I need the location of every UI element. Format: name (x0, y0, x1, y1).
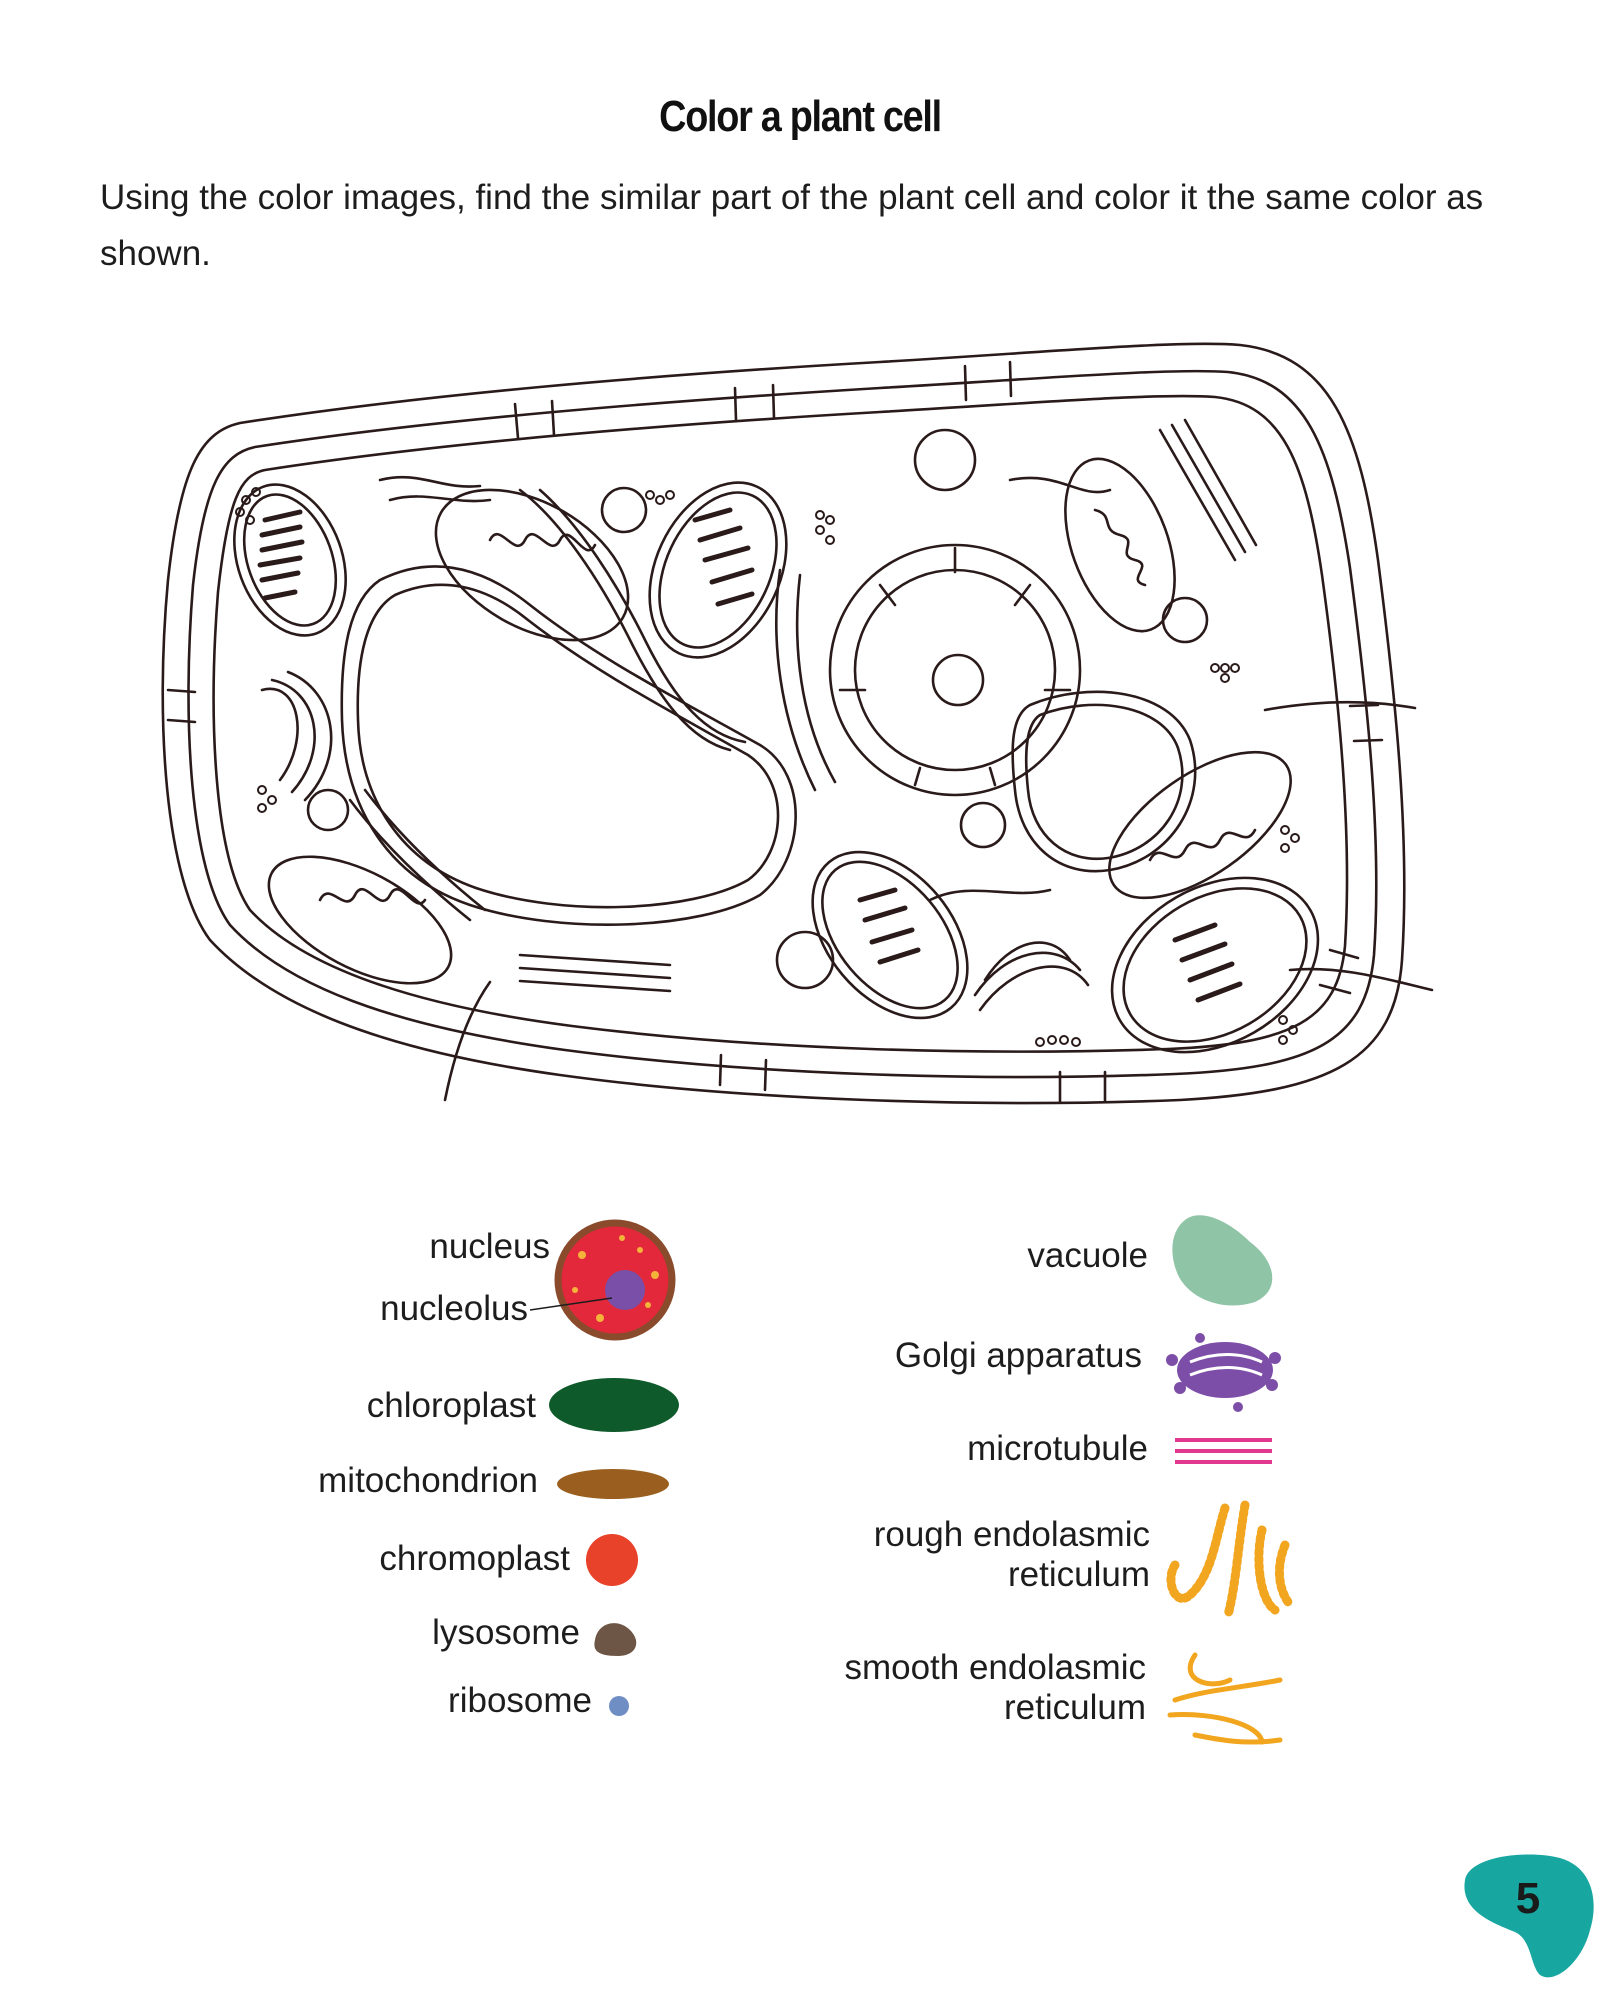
cell-wall-inner (187, 369, 1378, 1079)
legend-label-rough-er-line2: reticulum (1008, 1555, 1150, 1594)
page-number: 5 (1515, 1874, 1541, 1923)
lysosome-swatch-icon (594, 1623, 637, 1656)
rough-er-swatch-icon (1166, 1500, 1293, 1620)
rough-er (348, 488, 747, 922)
vesicle (913, 428, 977, 492)
vesicle (775, 930, 835, 990)
nucleus-swatch-icon (529, 1219, 676, 1341)
legend-label-smooth-er-line1: smooth endolasmic (844, 1648, 1146, 1687)
vesicle (959, 801, 1007, 849)
legend-label-microtubule: microtubule (967, 1429, 1148, 1468)
legend-label-mitochondrion: mitochondrion (318, 1461, 538, 1500)
page-title: Color a plant cell (659, 92, 942, 141)
legend-label-rough-er: rough endolasmic reticulum (820, 1515, 1150, 1595)
golgi-left (260, 670, 333, 802)
microtubules-bottom (518, 953, 672, 993)
legend-label-chromoplast: chromoplast (379, 1539, 570, 1578)
legend-label-ribosome: ribosome (448, 1681, 592, 1720)
nucleus-outline (828, 543, 1082, 797)
vacuole-swatch-icon (1172, 1215, 1273, 1306)
nucleolus-swatch-icon (605, 1270, 645, 1310)
ribosome-swatch-icon (609, 1696, 629, 1716)
microtubule-swatch-icon (1175, 1438, 1272, 1464)
legend-label-golgi-apparatus: Golgi apparatus (894, 1336, 1142, 1375)
legend-label-rough-er-line1: rough endolasmic (873, 1515, 1150, 1554)
page-number-tab (1464, 1854, 1594, 1978)
chromoplast-swatch-icon (586, 1534, 638, 1586)
nucleolus-outline (931, 653, 985, 707)
smooth-er-swatch-icon (1167, 1652, 1283, 1745)
legend-label-lysosome: lysosome (432, 1613, 580, 1652)
cell-wall-outer (161, 342, 1406, 1105)
vesicle (1161, 596, 1209, 644)
mitochondrion-swatch-icon (557, 1469, 669, 1499)
legend-label-vacuole: vacuole (1027, 1236, 1148, 1275)
legend-label-nucleolus: nucleolus (380, 1289, 528, 1328)
golgi-swatch-icon (1166, 1333, 1281, 1412)
legend-label-nucleus: nucleus (429, 1227, 550, 1266)
small-vacuole-outline (1011, 690, 1197, 873)
ribosome-dots (235, 487, 1300, 1047)
legend-label-smooth-er: smooth endolasmic reticulum (790, 1648, 1146, 1728)
vesicle (600, 486, 648, 534)
microtubules-right (1158, 418, 1258, 562)
legend-label-chloroplast: chloroplast (366, 1386, 536, 1425)
legend-label-smooth-er-line2: reticulum (1004, 1688, 1146, 1727)
central-vacuole-outline (340, 565, 797, 926)
smooth-er (378, 475, 1112, 902)
cell-membrane (212, 394, 1349, 1053)
chloroplast-swatch-icon (549, 1378, 679, 1432)
chloroplast-shapes (233, 481, 1320, 1054)
golgi-right (973, 941, 1090, 1012)
vesicle (306, 788, 350, 832)
instructions-text: Using the color images, find the similar… (100, 178, 1484, 273)
